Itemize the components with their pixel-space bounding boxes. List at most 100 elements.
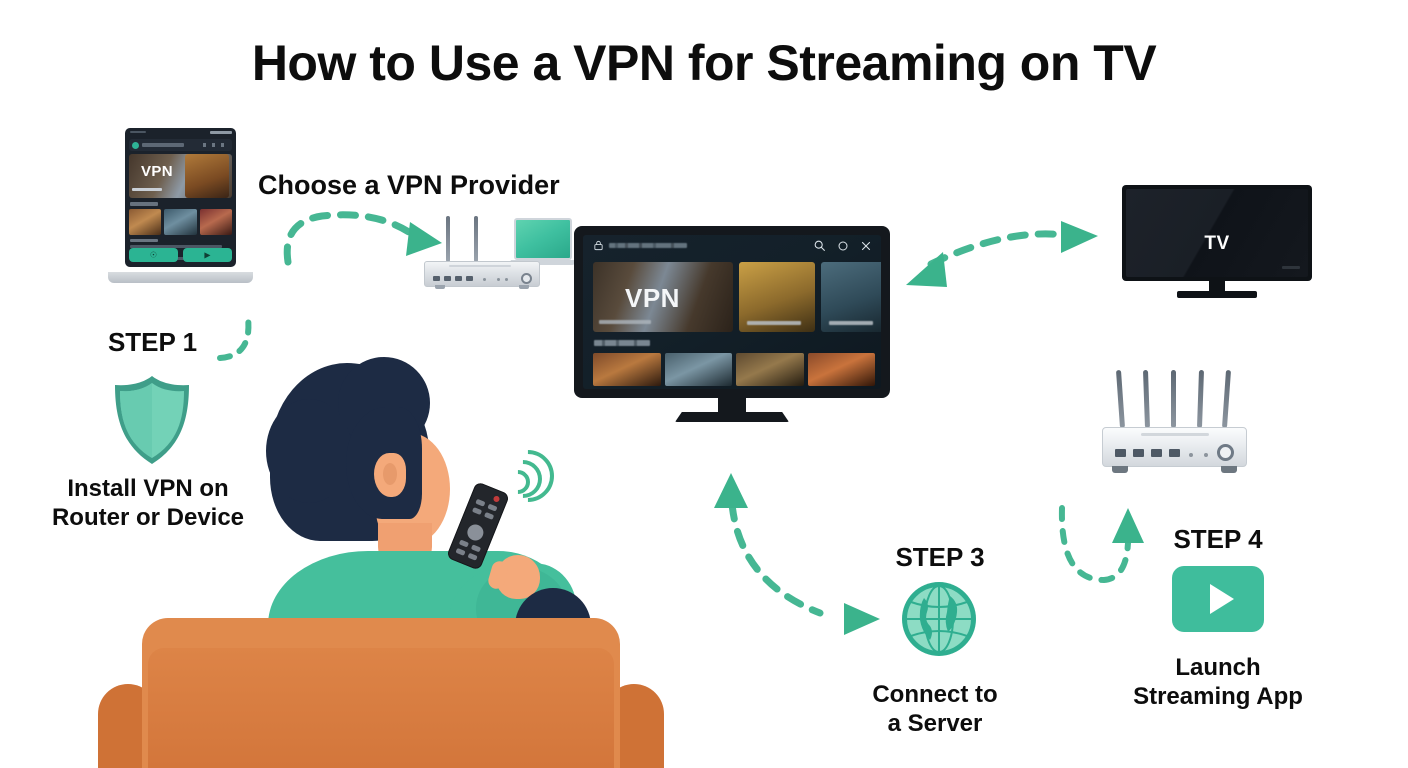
laptop-screen: VPN ☉ ▶ <box>125 128 236 267</box>
router-body <box>424 261 540 289</box>
laptop-app-bar <box>129 139 232 151</box>
router-led <box>483 278 486 281</box>
right-tv-stand <box>1177 291 1257 298</box>
shield-icon <box>115 376 189 464</box>
step-4-label: STEP 4 <box>1173 524 1263 554</box>
step-1-caption-line1: Install VPN on <box>67 475 229 502</box>
router-ports <box>1115 449 1180 457</box>
center-tv-screen: VPN <box>583 235 881 389</box>
laptop-status-bar <box>125 128 236 137</box>
router-port <box>1115 449 1126 457</box>
person-hair-side <box>266 399 352 503</box>
step-3-caption-line1: Connect to <box>872 681 998 708</box>
router-power-button[interactable] <box>521 273 532 284</box>
router-vent <box>449 265 511 267</box>
right-tv-screen <box>1126 189 1308 277</box>
router-led <box>1189 453 1193 457</box>
thumbnail <box>164 209 197 235</box>
tv-brand-logo <box>1282 266 1300 269</box>
router-foot <box>1112 466 1128 473</box>
remote-button[interactable] <box>487 503 498 512</box>
remote-button[interactable] <box>455 547 466 556</box>
circle-icon[interactable] <box>837 240 849 252</box>
remote-button[interactable] <box>483 511 495 520</box>
step-4-caption: Launch Streaming App <box>1110 653 1326 712</box>
tv-content-card[interactable] <box>821 262 881 332</box>
router-port <box>1151 449 1162 457</box>
thumbnail <box>199 209 232 235</box>
laptop-primary-button[interactable]: ☉ <box>129 248 178 262</box>
remote-button[interactable] <box>470 544 482 553</box>
router-foot <box>435 285 445 289</box>
laptop-status-right <box>210 131 232 134</box>
router-vent <box>1141 433 1209 436</box>
router-led <box>505 278 508 281</box>
router-antenna <box>1142 369 1151 429</box>
thumbnail[interactable] <box>664 353 732 386</box>
router-led <box>1204 453 1208 457</box>
tv-app-title-placeholder <box>609 243 687 248</box>
laptop-thumbnail-row <box>129 209 232 235</box>
step-3-caption: Connect to a Server <box>830 680 1040 739</box>
laptop-hero-tile-secondary <box>185 154 229 198</box>
thumbnail <box>129 209 162 235</box>
remote-button[interactable] <box>467 552 478 561</box>
remote-button[interactable] <box>458 539 470 548</box>
right-tv-neck <box>1209 281 1225 292</box>
router-antenna <box>1221 369 1232 429</box>
play-button-icon[interactable] <box>1172 566 1264 632</box>
tv-hero-caption-placeholder <box>599 320 651 324</box>
app-bar-icons-placeholder <box>203 143 229 147</box>
router-with-laptop-illustration <box>418 216 577 289</box>
router-antenna <box>1115 369 1126 429</box>
step-1-label: STEP 1 <box>107 327 198 357</box>
right-tv-screen-label: TV <box>1204 233 1230 254</box>
search-icon[interactable] <box>813 239 826 252</box>
step-3-label: STEP 3 <box>895 542 985 572</box>
router-port <box>455 276 462 281</box>
router-ports <box>433 276 473 281</box>
tv-hero-title: VPN <box>625 283 680 313</box>
couch-illustration <box>98 600 664 768</box>
router-power-button[interactable] <box>1217 444 1234 461</box>
remote-power-button[interactable] <box>492 495 501 503</box>
router-led <box>497 278 500 281</box>
remote-button[interactable] <box>471 507 483 516</box>
remote-dpad[interactable] <box>464 522 486 543</box>
laptop-green-screen-illustration <box>509 218 577 273</box>
router-port <box>433 276 440 281</box>
laptop-play-button[interactable]: ▶ <box>183 248 232 262</box>
laptop-hero-caption-placeholder <box>132 188 162 191</box>
app-bar-text-placeholder <box>142 143 184 147</box>
center-tv-stand <box>675 412 789 422</box>
step-4-caption-line1: Launch <box>1175 654 1261 681</box>
person-ear-inner <box>383 463 397 485</box>
play-triangle-icon <box>1210 584 1234 614</box>
router-antenna <box>1196 369 1205 429</box>
laptop-row-label-placeholder <box>130 202 158 206</box>
router-antenna <box>474 216 478 262</box>
right-tv-illustration: TV <box>1122 185 1312 303</box>
tv-header-icon-group <box>813 239 872 252</box>
router-port <box>444 276 451 281</box>
laptop-status-left <box>130 131 146 133</box>
step-1-caption: Install VPN on Router or Device <box>0 474 296 533</box>
remote-signal-icon <box>491 439 565 513</box>
router-port <box>466 276 473 281</box>
remote-button[interactable] <box>475 498 486 507</box>
tv-app-header <box>583 235 881 257</box>
globe-icon <box>902 582 976 656</box>
laptop-base <box>108 272 253 283</box>
laptop-device-illustration: VPN ☉ ▶ <box>108 128 253 283</box>
tv-thumbnail-row <box>593 353 875 386</box>
tv-content-card[interactable] <box>739 262 815 332</box>
thumbnail[interactable] <box>736 353 804 386</box>
thumbnail[interactable] <box>593 353 661 386</box>
close-icon[interactable] <box>860 240 872 252</box>
router-foot <box>1221 466 1237 473</box>
center-tv-illustration: VPN <box>574 226 890 428</box>
step-1-caption-line2: Router or Device <box>51 504 245 532</box>
thumbnail[interactable] <box>807 353 875 386</box>
couch-seat <box>148 648 614 768</box>
